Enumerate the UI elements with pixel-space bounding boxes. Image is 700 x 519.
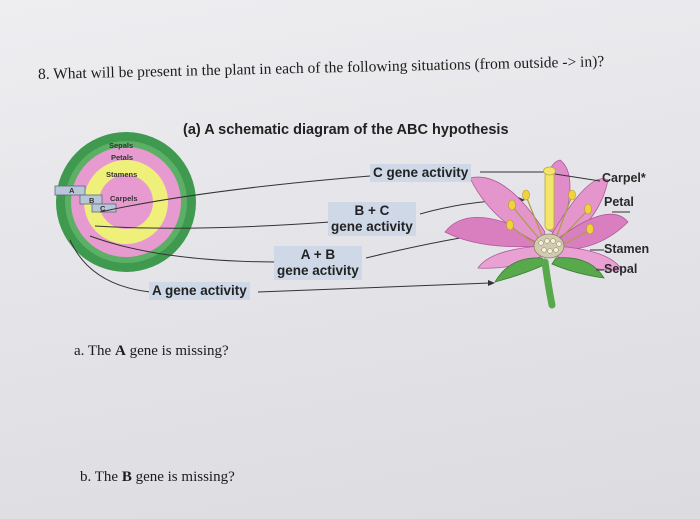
flower-label-petal: Petal (604, 195, 634, 209)
a-arrowhead (488, 280, 495, 286)
subquestion-a: a. The A gene is missing? (74, 343, 229, 360)
subquestion-a-gene: A (115, 343, 126, 359)
gene-bar-c-label: C (100, 204, 105, 213)
c-gene-activity-label: C gene activity (370, 164, 471, 182)
stem (545, 262, 552, 305)
carpel-text: Carpel (602, 171, 641, 185)
ring-label-petals: Petals (111, 153, 133, 162)
subquestion-a-prefix: a. The (74, 343, 115, 359)
subquestion-b-prefix: b. The (80, 469, 122, 485)
bc-label-top: B + C (331, 203, 413, 219)
a-to-flower-arrow (258, 283, 490, 292)
flower-label-stamen: Stamen (604, 242, 649, 256)
subquestion-a-suffix: gene is missing? (126, 343, 229, 359)
a-gene-activity-label: A gene activity (149, 282, 250, 300)
ab-label-bottom: gene activity (277, 263, 359, 279)
ring-label-stamens: Stamens (106, 170, 137, 179)
flower-label-carpel: Carpel* (602, 171, 646, 185)
gene-bar-b-label: B (89, 196, 94, 205)
gene-bar-a-label: A (69, 186, 74, 195)
ab-gene-activity-label: A + B gene activity (274, 246, 362, 280)
subquestion-b-gene: B (122, 469, 132, 485)
flower-label-sepal: Sepal (604, 262, 637, 276)
bc-label-bottom: gene activity (331, 219, 413, 235)
ab-label-top: A + B (277, 247, 359, 263)
subquestion-b-suffix: gene is missing? (132, 469, 235, 485)
asterisk-mark: * (641, 171, 646, 185)
ring-label-carpels: Carpels (110, 194, 138, 203)
bc-gene-activity-label: B + C gene activity (328, 202, 416, 236)
style (545, 172, 554, 230)
ring-label-sepals: Sepals (109, 141, 133, 150)
stigma (544, 167, 556, 175)
subquestion-b: b. The B gene is missing? (80, 469, 235, 486)
